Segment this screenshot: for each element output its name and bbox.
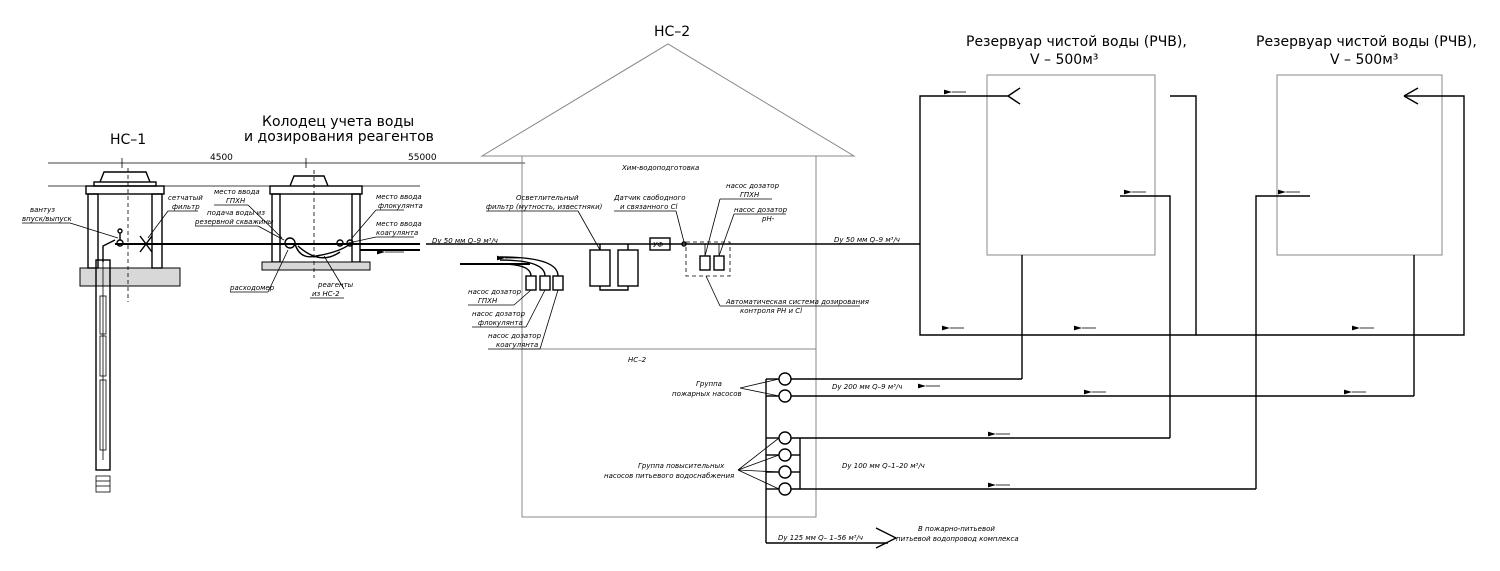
- pipe-200-label: Dy 200 мм Q–9 м³/ч: [832, 383, 902, 391]
- svg-text:место ввода: место ввода: [376, 220, 422, 228]
- svg-text:фильтр (мутность, известняки): фильтр (мутность, известняки): [486, 203, 603, 211]
- svg-text:пожарных насосов: пожарных насосов: [672, 390, 742, 398]
- chem-labels: Осветлительный фильтр (мутность, известн…: [468, 182, 900, 350]
- svg-text:насос дозатор: насос дозатор: [468, 288, 522, 296]
- well-title-line2: и дозирования реагентов: [244, 129, 434, 145]
- svg-text:насос дозатор: насос дозатор: [734, 206, 788, 214]
- ns2-building: НС–2 Хим-водоподготовка НС–2: [480, 24, 856, 518]
- ns1-well: [48, 168, 270, 493]
- uf-label: УФ: [653, 241, 663, 249]
- svg-text:коагулянта: коагулянта: [496, 341, 538, 349]
- metering-well: 4500 55000: [48, 153, 525, 278]
- pipe-main-2-label: Dy 50 мм Q–9 м³/ч: [834, 236, 900, 244]
- svg-text:Автоматическая система дозиров: Автоматическая система дозирования: [725, 298, 869, 306]
- svg-text:расходомер: расходомер: [229, 284, 275, 292]
- svg-text:ГПХН: ГПХН: [226, 197, 246, 205]
- chem-treatment: УФ: [426, 237, 920, 291]
- dim-4500: 4500: [210, 153, 233, 163]
- svg-text:впуск/выпуск: впуск/выпуск: [22, 215, 73, 223]
- svg-text:сетчатый: сетчатый: [168, 194, 203, 202]
- ns1-labels: НС–1 вантуз впуск/выпуск сетчатый фильтр: [22, 132, 203, 239]
- svg-text:насосов питьевого водоснабжени: насосов питьевого водоснабжения: [604, 472, 734, 480]
- tank-1: [919, 74, 1197, 438]
- tank-2: [1196, 74, 1465, 489]
- svg-text:из НС-2: из НС-2: [312, 290, 340, 298]
- ns2-inner-label: НС–2: [628, 356, 647, 364]
- ns1-label: НС–1: [110, 132, 146, 148]
- svg-text:питьевой водопровод комплекса: питьевой водопровод комплекса: [896, 535, 1019, 543]
- chem-room-label: Хим-водоподготовка: [621, 164, 699, 172]
- svg-text:контроля PH и Cl: контроля PH и Cl: [740, 307, 802, 315]
- svg-text:место ввода: место ввода: [376, 193, 422, 201]
- svg-text:Группа: Группа: [696, 380, 722, 388]
- pump-labels: Группа пожарных насосов Группа повысител…: [604, 378, 1019, 543]
- tank2-title: Резервуар чистой воды (РЧВ),: [1256, 34, 1477, 50]
- svg-text:ГПХН: ГПХН: [740, 191, 760, 199]
- svg-text:коагулянта: коагулянта: [376, 229, 418, 237]
- metering-well-labels: Колодец учета воды и дозирования реагент…: [194, 114, 498, 299]
- tank1-volume: V – 500м³: [1030, 52, 1098, 68]
- svg-text:В пожарно-питьевой: В пожарно-питьевой: [918, 525, 995, 533]
- svg-text:и связанного Cl: и связанного Cl: [620, 203, 677, 211]
- pipe-100-label: Dy 100 мм Q–1–20 м³/ч: [842, 462, 925, 470]
- svg-text:Осветлительный: Осветлительный: [516, 194, 579, 202]
- svg-text:ГПХН: ГПХН: [478, 297, 498, 305]
- pipe-125-label: Dy 125 мм Q– 1–56 м³/ч: [778, 534, 863, 542]
- svg-text:флокулянта: флокулянта: [478, 319, 523, 327]
- svg-text:pH-: pH-: [761, 215, 775, 223]
- return-arrows: [918, 383, 1366, 488]
- tank1-title: Резервуар чистой воды (РЧВ),: [966, 34, 1187, 50]
- svg-text:место ввода: место ввода: [214, 188, 260, 196]
- svg-text:подача воды из: подача воды из: [207, 209, 265, 217]
- svg-text:насос дозатор: насос дозатор: [726, 182, 780, 190]
- svg-text:насос дозатор: насос дозатор: [488, 332, 542, 340]
- pump-groups: [765, 372, 1414, 549]
- well-title-line1: Колодец учета воды: [262, 114, 414, 130]
- svg-text:насос дозатор: насос дозатор: [472, 310, 526, 318]
- svg-text:вантуз: вантуз: [30, 206, 55, 214]
- tank2-volume: V – 500м³: [1330, 52, 1398, 68]
- ns2-label: НС–2: [654, 24, 690, 40]
- pipe-main-label: Dy 50 мм Q–9 м³/ч: [432, 237, 498, 245]
- svg-text:Датчик свободного: Датчик свободного: [613, 194, 686, 202]
- dim-55000: 55000: [408, 153, 437, 163]
- svg-text:фильтр: фильтр: [172, 203, 200, 211]
- svg-text:реагенты: реагенты: [317, 281, 354, 289]
- svg-text:Группа повысительных: Группа повысительных: [638, 462, 725, 470]
- svg-text:резервной скважины: резервной скважины: [194, 218, 274, 226]
- tank-labels: Резервуар чистой воды (РЧВ), V – 500м³ Р…: [966, 34, 1477, 68]
- svg-text:флокулянта: флокулянта: [378, 202, 423, 210]
